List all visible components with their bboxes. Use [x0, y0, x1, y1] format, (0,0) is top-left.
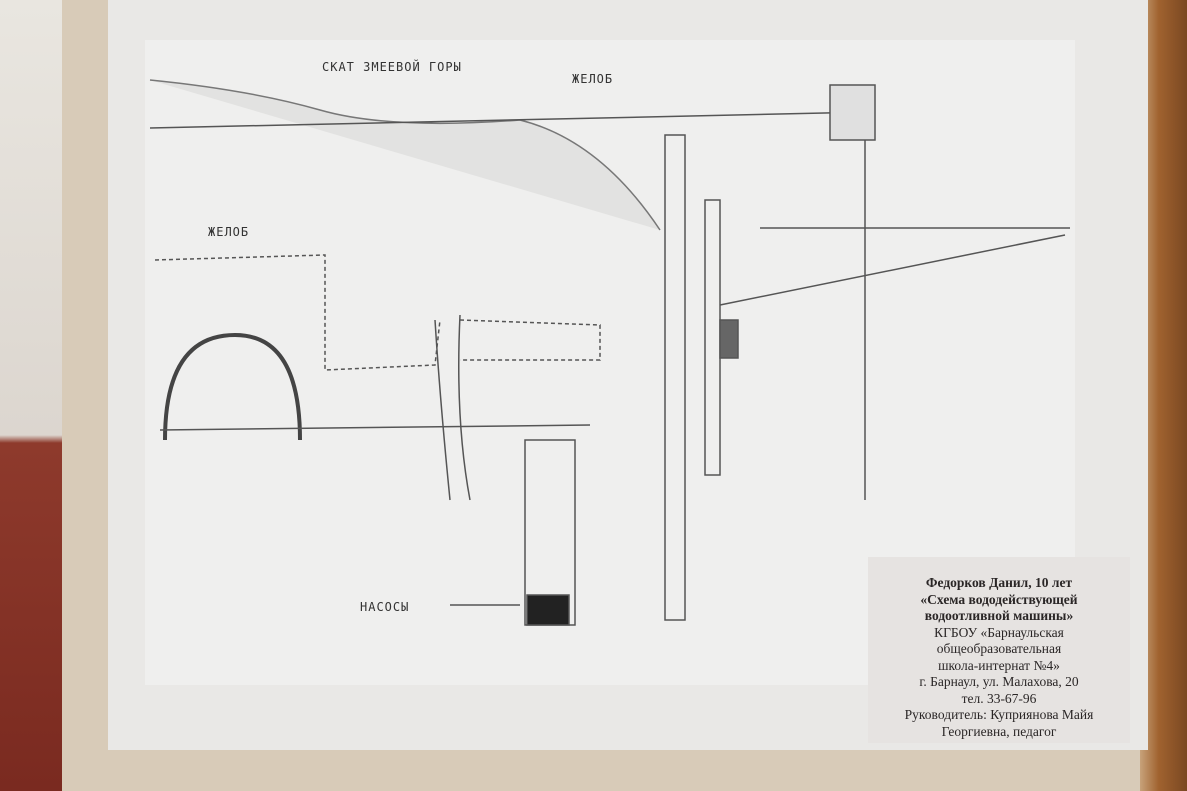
title-line-2: водоотливной машины» [924, 608, 1074, 623]
title-line-1: «Схема вододействующей [920, 591, 1078, 607]
phone: тел. 33-67-96 [961, 690, 1037, 706]
window-background [0, 0, 70, 791]
label-pumps: НАСОСЫ [360, 600, 410, 614]
author: Федорков Данил, 10 лет [925, 575, 1073, 590]
hill-slope [149, 79, 661, 231]
supervisor-line-2: Георгиевна, педагог [941, 723, 1057, 739]
rock-right [459, 319, 601, 361]
gear [719, 319, 739, 359]
break-line-1 [434, 319, 451, 501]
frame-column [664, 134, 686, 621]
label-trough-left: ЖЕЛОБ [208, 225, 250, 239]
tunnel-arch [163, 332, 302, 441]
pumps-graphic [526, 594, 570, 626]
top-trough [149, 111, 871, 129]
label-slope: СКАТ ЗМЕЕВОЙ ГОРЫ [322, 60, 462, 74]
school-line-2: общеобразовательная [936, 641, 1062, 656]
rock-upper [154, 254, 441, 371]
frame-column-2 [704, 199, 721, 476]
school-line-1: КГБОУ «Барнаульская [934, 624, 1064, 640]
wheel-house [829, 84, 876, 141]
school-line-3: школа-интернат №4» [938, 657, 1060, 673]
caption-note: Федорков Данил, 10 лет «Схема вододейств… [868, 557, 1130, 743]
diagonal-beam [719, 234, 1066, 306]
supervisor-line-1: Руководитель: Куприянова Майя [904, 707, 1094, 722]
label-trough-top: ЖЕЛОБ [572, 72, 614, 86]
address: г. Барнаул, ул. Малахова, 20 [919, 674, 1079, 689]
break-line-2 [458, 314, 471, 501]
ground-line [159, 424, 591, 431]
